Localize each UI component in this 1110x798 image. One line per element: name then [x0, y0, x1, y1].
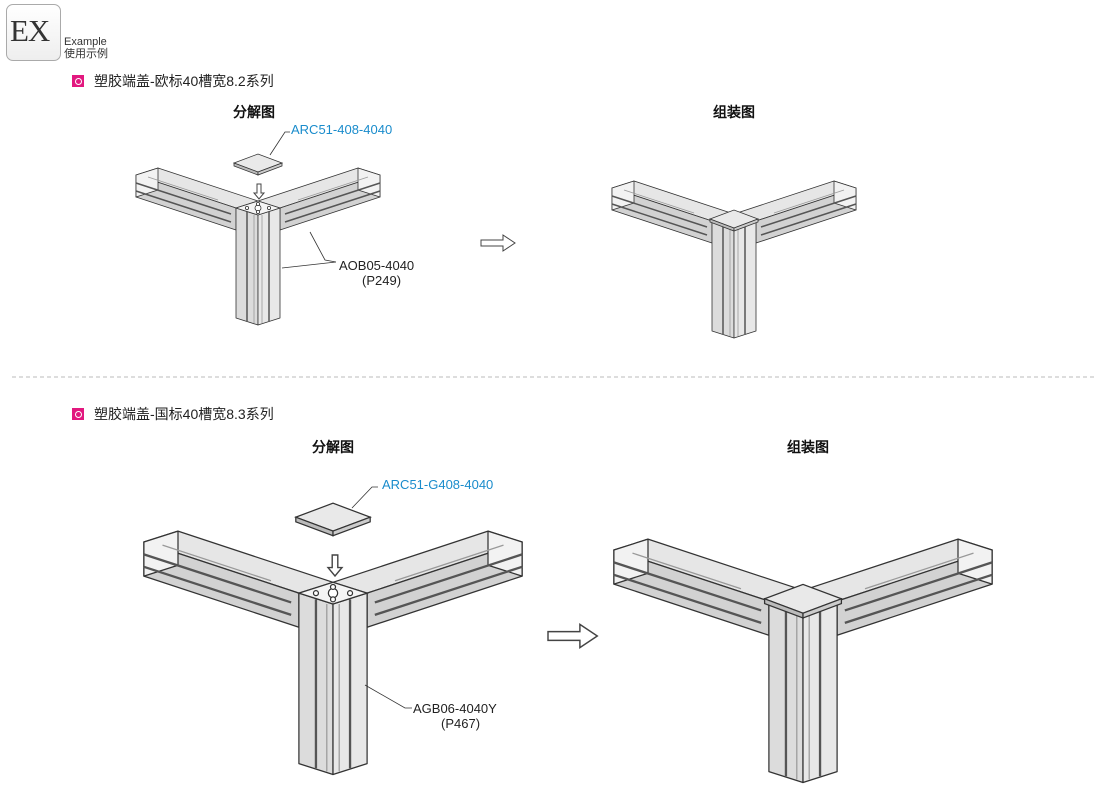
section-title: 塑胶端盖-欧标40槽宽8.2系列 — [94, 73, 274, 89]
section-header-2: 塑胶端盖-国标40槽宽8.3系列 — [72, 404, 274, 424]
circle-bullet-icon — [72, 75, 84, 87]
exploded-label: 分解图 — [233, 104, 275, 120]
ex-logo: EX — [6, 4, 61, 61]
assembled-diagram-1 — [611, 180, 857, 339]
section-header-1: 塑胶端盖-欧标40槽宽8.2系列 — [72, 71, 274, 91]
arrow-right-icon — [480, 234, 516, 252]
caption-cn: 使用示例 — [64, 48, 108, 60]
profile-part-number: AGB06-4040Y — [413, 701, 497, 716]
profile-part-number: AOB05-4040 — [339, 258, 415, 273]
logo-text: EX — [10, 13, 50, 48]
arrow-right-icon — [547, 623, 599, 649]
exploded-diagram-2 — [142, 486, 524, 776]
circle-bullet-icon — [72, 408, 84, 420]
exploded-diagram-1 — [135, 131, 381, 326]
exploded-label: 分解图 — [312, 439, 354, 455]
profile-page-ref: (P249) — [362, 273, 402, 288]
cap-part-number[interactable]: ARC51-G408-4040 — [382, 477, 494, 492]
assembled-diagram-2 — [612, 537, 994, 784]
profile-page-ref: (P467) — [441, 716, 481, 731]
cap-part-number[interactable]: ARC51-408-4040 — [291, 122, 393, 137]
assembled-label: 组装图 — [787, 439, 829, 455]
assembled-label: 组装图 — [713, 104, 755, 120]
caption-en: Example — [64, 36, 107, 48]
section-title: 塑胶端盖-国标40槽宽8.3系列 — [94, 406, 274, 422]
